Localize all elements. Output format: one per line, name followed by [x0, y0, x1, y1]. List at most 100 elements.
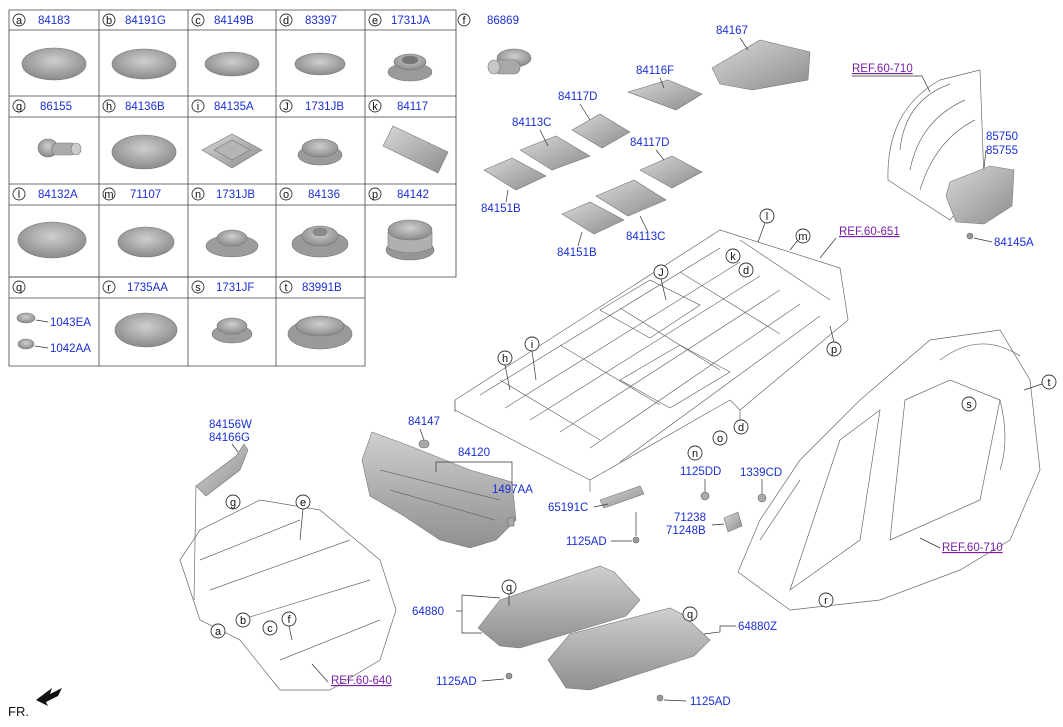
cell-t: t 83991B — [279, 280, 353, 350]
svg-text:t: t — [1047, 377, 1050, 389]
plug-84132A-icon — [17, 221, 87, 259]
bracket-65191C-shape — [599, 485, 645, 509]
pad-84113C-a-shape — [519, 135, 591, 171]
svg-text:86869: 86869 — [487, 15, 519, 27]
svg-text:e: e — [300, 497, 306, 509]
ref-60-640[interactable]: REF.60-640 — [331, 675, 392, 687]
svg-text:J: J — [283, 101, 289, 113]
cap-84136B-icon — [111, 134, 177, 170]
cell-s: s 1731JF — [191, 280, 254, 344]
svg-text:a: a — [215, 626, 222, 638]
cell-f: f 86869 — [457, 13, 532, 75]
callout-65191C: 65191C — [548, 502, 588, 514]
callout-85750: 85750 — [986, 131, 1018, 143]
pad-84113C-b-shape — [595, 179, 667, 217]
svg-text:f: f — [287, 614, 291, 626]
svg-text:1731JB: 1731JB — [305, 101, 344, 113]
callout-84166G: 84166G — [209, 432, 250, 444]
svg-text:84191G: 84191G — [125, 15, 166, 27]
svg-text:p: p — [372, 189, 378, 201]
parts-table: a 84183 b 84191G c 84149B d 83397 e 1731… — [8, 9, 532, 367]
callout-1125AD-b: 1125AD — [436, 676, 477, 688]
floor-pads: 84167 84116F 84117D 84113C 84117D 84151B… — [481, 25, 811, 259]
cell-p: p 84142 — [368, 187, 435, 261]
cell-g: g 86155 — [12, 99, 82, 158]
callout-84167: 84167 — [716, 25, 748, 37]
svg-text:o: o — [283, 189, 289, 201]
cell-h: h 84136B — [102, 99, 177, 170]
dash-insulator-shape — [361, 431, 517, 549]
svg-text:h: h — [106, 101, 112, 113]
cell-d: d 83397 — [279, 13, 346, 76]
undercover-64880Z-shape — [547, 607, 711, 691]
svg-text:84149B: 84149B — [214, 15, 254, 27]
svg-text:a: a — [16, 15, 23, 27]
grommet-1731JB-icon — [297, 138, 343, 166]
cell-m: m 71107 — [102, 187, 175, 258]
cell-r: r 1735AA — [102, 280, 178, 348]
cell-a: a 84183 — [12, 13, 87, 81]
svg-text:l: l — [766, 211, 768, 223]
pad-85750-shape — [945, 165, 1015, 225]
plug-71107-icon — [117, 226, 175, 258]
front-label: FR. — [8, 704, 29, 719]
svg-text:1731JB: 1731JB — [216, 189, 255, 201]
plug-83397-icon — [294, 52, 346, 76]
ref-60-651[interactable]: REF.60-651 — [839, 226, 900, 238]
svg-text:k: k — [730, 251, 736, 263]
grommet-83991B-icon — [287, 315, 353, 350]
svg-text:k: k — [372, 101, 378, 113]
callout-84147: 84147 — [408, 416, 440, 428]
svg-text:83991B: 83991B — [302, 282, 342, 294]
callout-64880Z: 64880Z — [738, 621, 777, 633]
svg-text:i: i — [531, 339, 533, 351]
grommet-1731JF-icon — [211, 317, 253, 344]
callout-71248B: 71248B — [666, 525, 706, 537]
pad-84116F-shape — [627, 79, 703, 111]
pad-84117-icon — [382, 125, 449, 174]
floor-structure — [454, 229, 849, 492]
svg-text:h: h — [502, 353, 508, 365]
svg-text:m: m — [798, 231, 807, 243]
svg-text:J: J — [658, 267, 664, 279]
svg-text:1731JF: 1731JF — [216, 282, 254, 294]
svg-text:84117: 84117 — [397, 101, 428, 113]
pad-84167-shape — [711, 39, 811, 91]
pad-84151B-b-shape — [561, 201, 625, 235]
pad-84135A-icon — [201, 133, 263, 169]
svg-text:84136B: 84136B — [125, 101, 165, 113]
q-subpart-1042AA: 1042AA — [50, 343, 91, 355]
svg-text:84183: 84183 — [38, 15, 70, 27]
svg-text:d: d — [283, 15, 289, 27]
callout-85755: 85755 — [986, 145, 1018, 157]
cell-k: k 84117 — [368, 99, 449, 174]
svg-text:f: f — [462, 15, 466, 27]
front-arrow-icon — [36, 688, 62, 706]
bracket-65191C-group: 65191C 1125AD — [548, 485, 645, 548]
pillar-84156W-shape — [195, 443, 249, 497]
svg-text:86155: 86155 — [40, 101, 72, 113]
cell-e: e 1731JA — [368, 13, 433, 82]
callout-84151B-a: 84151B — [481, 203, 521, 215]
svg-text:c: c — [195, 15, 201, 27]
callout-84116F: 84116F — [636, 65, 674, 77]
svg-text:83397: 83397 — [305, 15, 337, 27]
callout-71238: 71238 — [674, 512, 706, 524]
ref-60-710-side[interactable]: REF.60-710 — [942, 542, 1003, 554]
cell-q: q 1043EA 1042AA — [12, 280, 91, 355]
callout-84117D-b: 84117D — [630, 137, 669, 149]
cell-i: i 84135A — [191, 99, 263, 169]
cell-J: J 1731JB — [279, 99, 344, 166]
wheel-house-group: REF.60-710 85750 85755 84145A — [852, 63, 1034, 249]
ref-60-710-top[interactable]: REF.60-710 — [852, 63, 913, 75]
svg-text:84142: 84142 — [397, 189, 429, 201]
svg-text:l: l — [18, 189, 20, 201]
front-direction-indicator: FR. — [8, 688, 62, 719]
clip-86155-icon — [37, 138, 82, 158]
callout-1125AD-c: 1125AD — [690, 696, 731, 708]
pad-84151B-a-shape — [483, 157, 547, 191]
callout-1339CD: 1339CD — [740, 467, 782, 479]
svg-text:t: t — [284, 282, 287, 294]
svg-text:b: b — [240, 615, 246, 627]
